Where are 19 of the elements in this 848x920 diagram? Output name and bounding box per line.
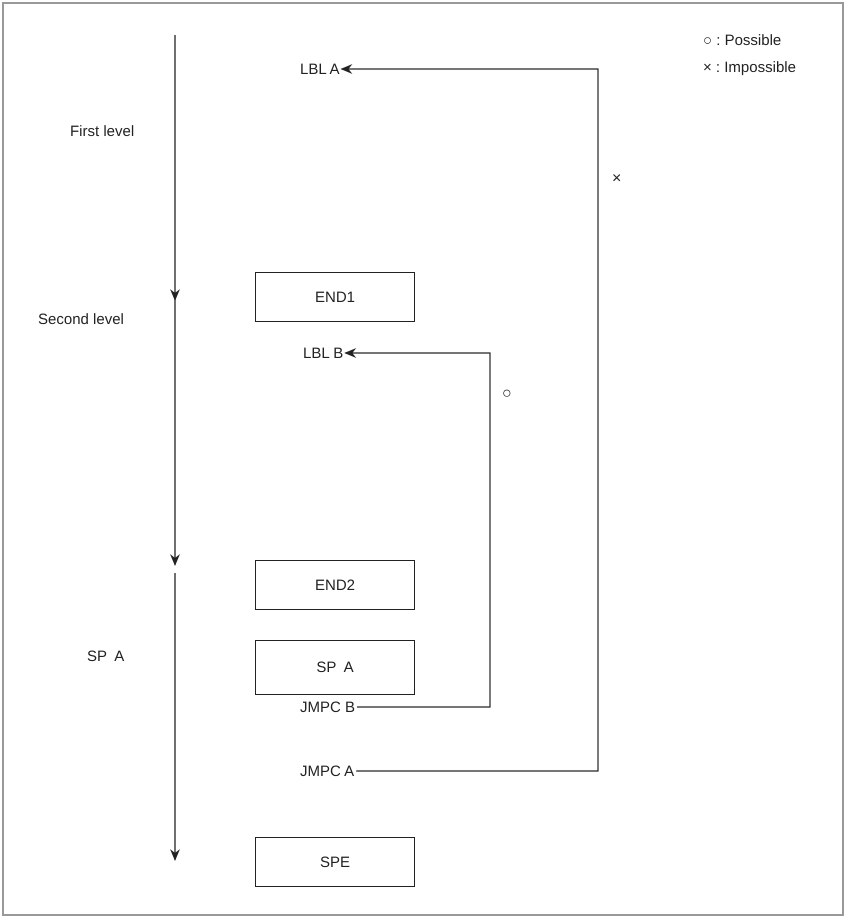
box-label: SPE [320, 854, 350, 870]
box-label: SP A [316, 659, 354, 676]
label-text: LBL B [303, 342, 344, 364]
legend-entry: × : Impossible [703, 59, 796, 76]
legend-entry: ○ : Possible [703, 32, 782, 49]
process-box [255, 640, 415, 695]
level-label: SP A [87, 648, 124, 665]
arrow [340, 64, 599, 772]
process-box [255, 837, 415, 887]
box-label: END1 [314, 288, 355, 306]
level-label: Second level [38, 311, 124, 328]
level-label: First level [70, 123, 134, 140]
label-text: JMPC A [300, 760, 354, 782]
label-text: JMPC B [300, 696, 356, 718]
box-label: END2 [314, 576, 355, 594]
label-text: LBL A [300, 58, 340, 80]
process-box [255, 272, 415, 322]
arrow [344, 348, 491, 708]
process-box [255, 560, 415, 610]
